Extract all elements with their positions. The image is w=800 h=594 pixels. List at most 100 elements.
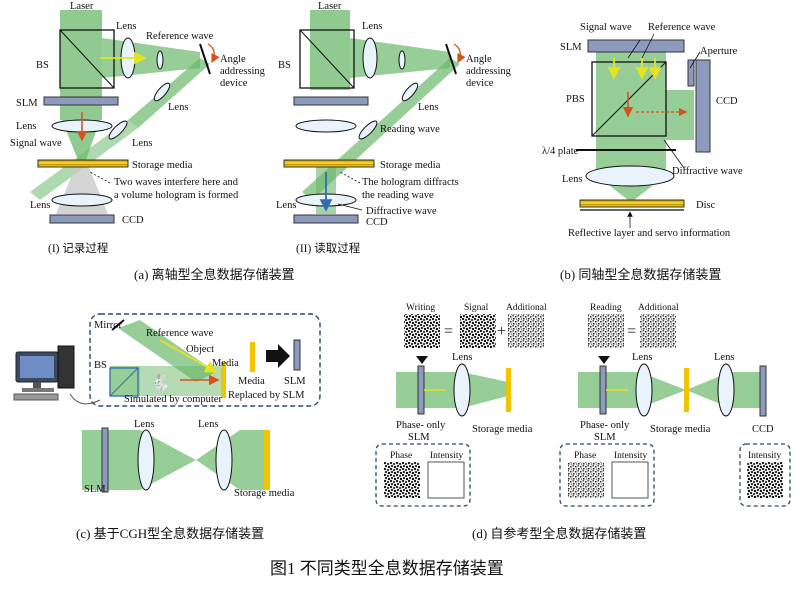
label-c-object: Object [186,344,214,355]
label-d-lens-r1: Lens [632,352,652,363]
label-angle-1: Angle [220,54,246,65]
lens-top-2 [362,37,378,79]
lens-bottom [51,193,113,207]
bs-cube-2 [299,29,355,89]
label-lens-top: Lens [116,21,136,32]
bs-cube [59,29,115,89]
plus-sign: + [497,323,506,340]
lens-mid-2 [358,120,378,140]
label-angle-2-1: Angle [466,54,492,65]
label-lens-right: Lens [168,102,188,113]
qr-phase-left [384,462,420,498]
beam-c-horiz [140,366,226,396]
label-d-lens-left: Lens [452,352,472,363]
label-b-aperture: Aperture [700,46,738,57]
slm-d-right [599,365,607,415]
lens-mid [108,120,128,140]
rabbit-icon: 🐇 [150,373,170,392]
beam-reference-return [128,58,210,128]
label-lens-top-2: Lens [362,21,382,32]
label-diffract-1: The hologram diffracts [362,177,459,188]
caption-panel-d: (d) 自参考型全息数据存储装置 [472,526,646,541]
qr-intensity-ccd [747,462,783,498]
lens-c-1 [137,429,155,491]
panel-a-reading: Laser BS Lens Angle addressing device Le… [276,1,512,255]
label-d-phase-left: Phase [390,451,412,461]
beam-d-right [578,372,760,408]
label-c-storage-media: Storage media [234,488,295,499]
phase-box-right [559,443,655,507]
label-d-phase-only-2: Phase- only [580,420,630,431]
label-b-lens: Lens [562,174,582,185]
label-ccd-2: CCD [366,217,388,228]
lens-b [585,165,675,187]
label-d-phase-right: Phase [574,451,596,461]
down-arrow-left-icon [416,356,428,364]
label-lens-left: Lens [16,121,36,132]
caption-panel-c: (c) 基于CGH型全息数据存储装置 [76,526,264,541]
ccd-b [695,59,711,153]
label-d-intensity-right: Intensity [614,451,647,461]
label-c-bs: BS [94,360,107,371]
label-interfere-2: a volume hologram is formed [114,190,239,201]
pbs-cube [591,61,667,137]
label-d-reading: Reading [590,303,622,313]
qr-signal [460,314,496,348]
label-d-storage-left: Storage media [472,424,533,435]
simulation-box [89,313,321,407]
label-b-plate: λ/4 plate [542,146,579,157]
label-b-slm: SLM [560,42,582,53]
ccd-bar [49,214,115,224]
label-diffract-2: the reading wave [362,190,434,201]
slm-c [101,427,109,493]
label-angle-3: device [220,78,248,89]
label-laser-2: Laser [318,1,342,12]
phase-box-left [375,443,471,507]
angle-device [199,43,211,75]
panel-a-recording: Laser BS Lens Reference wave Angle addre… [10,1,266,255]
eq-sign-left: = [444,323,453,340]
beam-b-side [666,90,694,140]
label-c-mirror: Mirror [94,320,122,331]
lens-left-2 [295,119,357,133]
intensity-box-ccd [739,443,791,507]
figure-title: 图1 不同类型全息数据存储装置 [270,559,504,578]
label-c-media-top: Media [212,358,239,369]
media-c-sample [250,342,255,372]
caption-reading: (II) 读取过程 [296,241,361,255]
computer-icon [13,345,75,401]
intensity-blank-left [427,461,465,499]
arrow-right-icon [266,344,290,368]
storage-media-c [264,430,270,490]
qr-additional-right [640,314,676,348]
lens-small-2 [398,50,406,70]
qr-writing [404,314,440,348]
label-d-phase-only-1: Phase- only [396,420,446,431]
slm-d-left [417,365,425,415]
label-reference-wave: Reference wave [146,31,214,42]
storage-media-d-right [684,368,689,412]
label-c-reference-wave: Reference wave [146,328,214,339]
label-c-media: Media [238,376,265,387]
storage-media-d-left [506,368,511,412]
lens-right [153,82,171,102]
label-d-ccd: CCD [752,424,774,435]
label-angle-2-3: device [466,78,494,89]
aperture-bar [687,59,695,87]
eq-sign-right: = [627,323,636,340]
qr-additional-left [508,314,544,348]
lens-c-2 [215,429,233,491]
ccd-d [759,365,767,417]
label-b-reflective: Reflective layer and servo information [568,228,731,239]
slm-bar [43,96,119,106]
caption-panel-b: (b) 同轴型全息数据存储装置 [560,267,721,282]
label-d-signal: Signal [464,303,489,313]
label-lens-bottom-2: Lens [276,200,296,211]
label-storage-media: Storage media [132,160,193,171]
label-diffractive-wave: Diffractive wave [366,206,437,217]
label-storage-media-2: Storage media [380,160,441,171]
panel-d-self-ref: = + Writing Signal Additional Lens Phase… [375,303,791,541]
label-d-lens-r2: Lens [714,352,734,363]
label-b-ccd: CCD [716,96,738,107]
label-angle-2-2: addressing [466,66,512,77]
